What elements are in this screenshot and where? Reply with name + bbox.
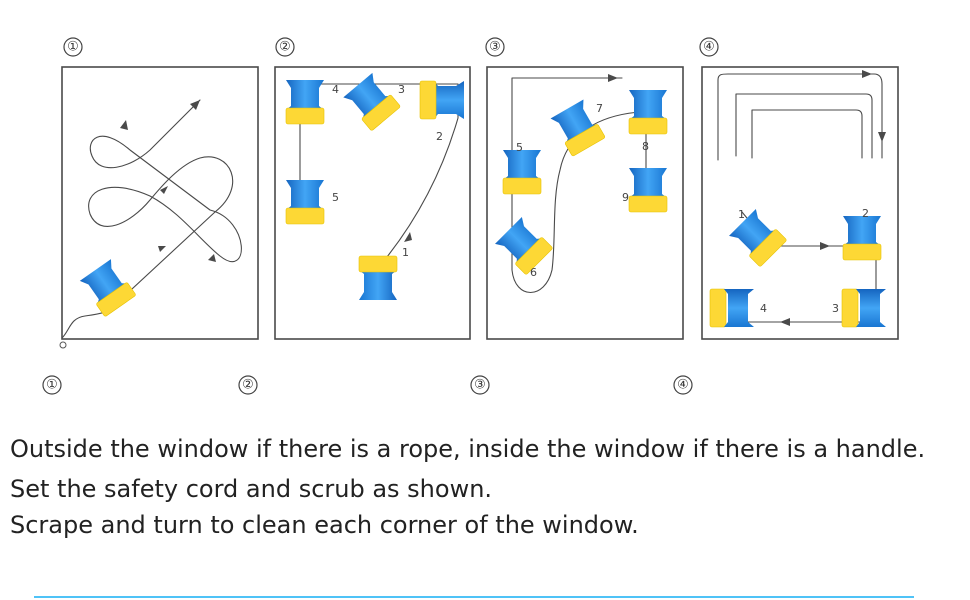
panel-2: ② 1 2 3 4 5	[274, 37, 471, 340]
panel-1-arrow	[190, 100, 200, 110]
panel-4-arrow	[878, 132, 886, 142]
panel-3-number-badge	[485, 37, 505, 57]
bottom-number-badge	[238, 375, 258, 395]
panel-2-step-label: 4	[332, 83, 339, 96]
cleaner-icon	[285, 79, 325, 125]
bottom-number-badge	[673, 375, 693, 395]
panel-1-arrow	[208, 254, 216, 262]
panel-1-arrow	[158, 246, 166, 252]
panel-4-top-stroke	[735, 93, 873, 159]
cleaner-icon	[502, 149, 542, 195]
panel-3-number: ③	[489, 40, 501, 55]
panel-1-window-frame	[61, 66, 259, 340]
bottom-labels: ① ② ③ ④	[42, 375, 693, 395]
panel-1-arrow	[160, 186, 168, 194]
panel-1-number: ①	[67, 40, 79, 55]
panel-3-arrow	[608, 74, 618, 82]
divider-line	[34, 596, 914, 598]
panel-3-scrub-path	[511, 77, 647, 294]
panel-3-step-label: 6	[530, 266, 537, 279]
panel-2-number-badge	[275, 37, 295, 57]
bottom-number-badge	[42, 375, 62, 395]
panel-4-arrow	[780, 318, 790, 326]
rope-anchor	[59, 341, 67, 349]
panel-4-top-stroke	[751, 109, 863, 159]
panel-4: ④ 1 2 3 4	[699, 37, 899, 340]
cleaner-icon	[709, 288, 755, 328]
panel-2-scrub-path	[299, 83, 459, 269]
panel-2-step-label: 5	[332, 191, 339, 204]
bottom-label-1: ①	[46, 378, 58, 393]
panel-2-step-label: 2	[436, 130, 443, 143]
cleaner-icon	[419, 80, 465, 120]
cleaner-icon	[842, 215, 882, 261]
cleaner-icon	[628, 89, 668, 135]
instruction-line-2: Set the safety cord and scrub as shown.	[10, 475, 493, 503]
panel-4-step-label: 1	[738, 208, 745, 221]
cleaner-icon	[841, 288, 887, 328]
bottom-number-badge	[470, 375, 490, 395]
cleaner-icon	[358, 255, 398, 301]
panel-2-step-label: 1	[402, 246, 409, 259]
panel-3-step-label: 5	[516, 141, 523, 154]
panel-3-step-label: 8	[642, 140, 649, 153]
panel-4-step-label: 3	[832, 302, 839, 315]
panel-3: ③ 5 6 7 8 9	[485, 37, 684, 340]
panel-2-arrow	[404, 232, 412, 242]
panel-4-arrow	[820, 242, 830, 250]
bottom-label-3: ③	[474, 378, 486, 393]
panel-3-step-label: 9	[622, 191, 629, 204]
panel-2-number: ②	[279, 40, 291, 55]
panel-4-step-label: 4	[760, 302, 767, 315]
panel-1: ①	[59, 37, 259, 349]
bottom-label-4: ④	[677, 378, 689, 393]
instruction-line-1: Outside the window if there is a rope, i…	[10, 435, 926, 463]
panel-3-step-label: 7	[596, 102, 603, 115]
panel-2-step-label: 3	[398, 83, 405, 96]
panel-4-arrow	[862, 70, 872, 78]
cleaner-icon	[285, 179, 325, 225]
bottom-label-2: ②	[242, 378, 254, 393]
cleaner-icon	[628, 167, 668, 213]
panel-4-step-label: 2	[862, 207, 869, 220]
panel-4-number: ④	[703, 40, 715, 55]
panel-4-top-stroke	[717, 73, 883, 161]
panel-4-number-badge	[699, 37, 719, 57]
panel-1-arrow	[120, 120, 128, 130]
instruction-line-3: Scrape and turn to clean each corner of …	[10, 511, 639, 539]
panel-1-number-badge	[63, 37, 83, 57]
